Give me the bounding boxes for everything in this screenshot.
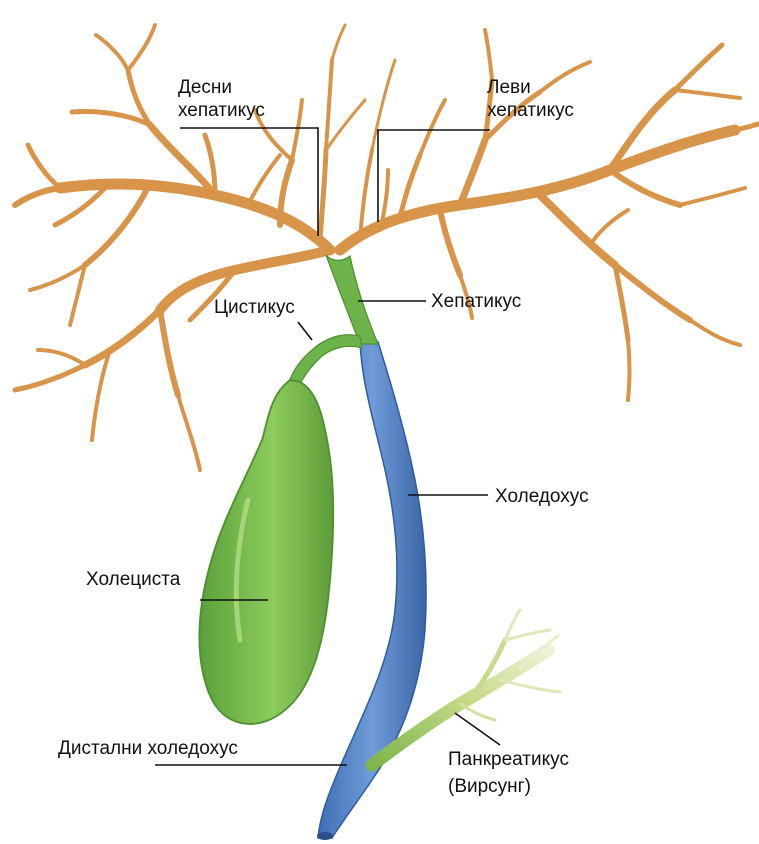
label-hepatic: Хепатикус	[431, 290, 521, 313]
label-pancreatic-line1: Панкреатикус	[448, 748, 569, 771]
label-right-hepatic-line2: хепатикус	[178, 99, 265, 122]
label-gallbladder: Холециста	[86, 568, 180, 591]
label-choledochus: Холедохус	[495, 485, 589, 508]
label-left-hepatic-line2: хепатикус	[487, 99, 574, 122]
label-distal-choledochus: Дистални холедохус	[58, 737, 238, 760]
label-right-hepatic-line1: Десни	[178, 76, 232, 99]
label-left-hepatic-line1: Леви	[487, 76, 531, 99]
label-pancreatic-line2: (Вирсунг)	[448, 775, 531, 798]
label-cystic: Цистикус	[214, 296, 295, 319]
